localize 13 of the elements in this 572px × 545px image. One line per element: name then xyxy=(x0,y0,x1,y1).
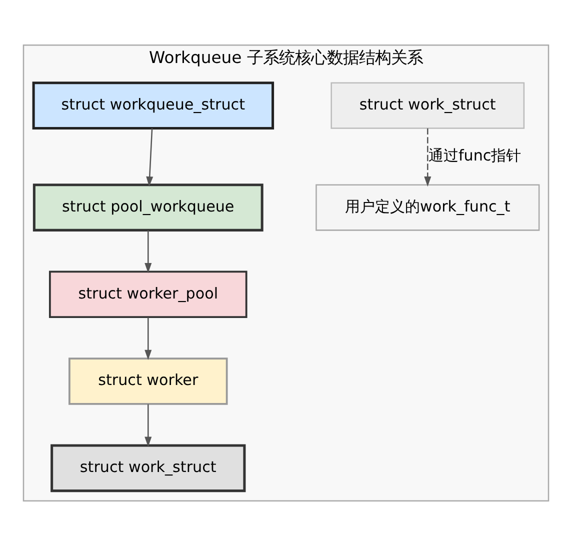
arrow xyxy=(146,128,154,186)
node-box: 用户定义的work_func_t xyxy=(316,184,540,230)
arrow xyxy=(144,230,152,273)
node-box: struct worker_pool xyxy=(48,270,248,318)
arrow xyxy=(144,404,152,446)
node-box: struct workqueue_struct xyxy=(32,81,274,129)
arrow xyxy=(144,316,152,360)
edge-label: 通过func指针 xyxy=(428,146,522,164)
node-box: struct work_struct xyxy=(50,444,246,492)
node-box: struct pool_workqueue xyxy=(32,183,264,231)
node-box: struct worker xyxy=(68,357,228,404)
node-box: struct work_struct xyxy=(330,82,525,128)
arrow xyxy=(424,128,432,186)
